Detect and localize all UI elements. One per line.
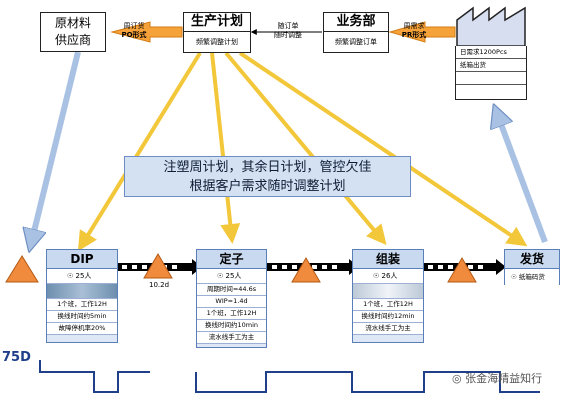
planning-banner: 注塑周计划，其余日计划，管控欠佳 根据客户需求随时调整计划 bbox=[124, 156, 411, 197]
process-dip-row: 故障停机率20% bbox=[47, 323, 117, 335]
wechat-icon: ◎ bbox=[452, 372, 462, 385]
supplier-name-line2: 供应商 bbox=[54, 33, 91, 47]
sales-box: 业务部 频繁调整订单 bbox=[323, 12, 389, 53]
process-assembly-photo bbox=[353, 284, 423, 299]
planning-sub: 频繁调整计划 bbox=[196, 38, 238, 46]
process-dip: DIP ☉ 25人 1个班，工作12H 换线时间约5min 故障停机率20% bbox=[46, 249, 118, 343]
process-stator-row: 流水线手工为主 bbox=[197, 332, 266, 344]
timeline-total: 75D bbox=[2, 350, 31, 365]
process-shipping-title: 发货 bbox=[505, 250, 559, 269]
process-assembly-people-value: 26人 bbox=[381, 272, 398, 280]
banner-line2: 根据客户需求随时调整计划 bbox=[189, 179, 346, 194]
ship-arrow-customer bbox=[495, 108, 548, 244]
process-dip-photo bbox=[47, 284, 117, 299]
process-assembly-row: 流水线手工为主 bbox=[353, 323, 423, 335]
planning-box: 生产计划 频繁调整计划 bbox=[183, 12, 251, 53]
timeline bbox=[39, 360, 540, 393]
customer-shipping: 纸箱出货 bbox=[456, 59, 526, 72]
planning-title: 生产计划 bbox=[184, 13, 250, 32]
process-stator-row: 周期时间=44.6s bbox=[197, 284, 266, 296]
process-stator-row: WIP=1.4d bbox=[197, 296, 266, 308]
sales-to-plan-label-line1: 随订单 bbox=[277, 22, 299, 30]
info-arrow-customer-to-sales bbox=[388, 21, 456, 43]
schedule-lines bbox=[77, 51, 528, 252]
customer-demand: 日需求1200Pcs bbox=[456, 46, 526, 59]
process-dip-row: 换线时间约5min bbox=[47, 311, 117, 323]
sales-sub: 频繁调整订单 bbox=[335, 38, 377, 46]
to-supplier-label-line1: 周订货 bbox=[123, 22, 145, 30]
customer-empty-row bbox=[456, 72, 526, 85]
inventory-triangle-raw bbox=[5, 255, 39, 283]
process-assembly-row: 换线时间约12min bbox=[353, 311, 423, 323]
inventory-triangle-stator-assembly bbox=[291, 257, 321, 283]
process-dip-people: ☉ 25人 bbox=[47, 269, 117, 284]
cust-to-sales-label-line1: 周需求 bbox=[403, 22, 425, 30]
process-assembly-title: 组装 bbox=[353, 250, 423, 269]
process-assembly-row: 1个班，工作12H bbox=[353, 299, 423, 311]
inventory-days-label: 10.2d bbox=[148, 281, 170, 289]
inventory-triangle-dip-stator bbox=[143, 253, 173, 279]
watermark-text: 张金海精益知行 bbox=[465, 372, 543, 385]
process-stator-row: 1个班，工作12H bbox=[197, 308, 266, 320]
banner-line1: 注塑周计划，其余日计划，管控欠佳 bbox=[163, 160, 372, 175]
process-stator-title: 定子 bbox=[197, 250, 266, 269]
operator-icon: ☉ bbox=[373, 272, 380, 280]
process-shipping: 发货 ☉ 纸箱码货 bbox=[504, 249, 560, 285]
process-stator-people: ☉ 25人 bbox=[197, 269, 266, 284]
inventory-triangle-assembly-ship bbox=[447, 257, 477, 283]
operator-icon: ☉ bbox=[511, 273, 517, 281]
process-assembly: 组装 ☉ 26人 1个班，工作12H 换线时间约12min 流水线手工为主 bbox=[352, 249, 424, 343]
watermark: ◎ 张金海精益知行 bbox=[452, 370, 580, 386]
operator-icon: ☉ bbox=[67, 272, 74, 280]
info-arrow-plan-to-supplier bbox=[110, 21, 183, 43]
supplier-box: 原材料 供应商 bbox=[40, 12, 106, 52]
sales-to-plan-label: 随订单 随时调整 bbox=[268, 22, 308, 40]
process-dip-row: 1个班，工作12H bbox=[47, 299, 117, 311]
process-dip-title: DIP bbox=[47, 250, 117, 269]
process-stator-people-value: 25人 bbox=[225, 272, 242, 280]
customer-data-box: 日需求1200Pcs 纸箱出货 bbox=[455, 46, 527, 100]
process-shipping-people-value: 纸箱码货 bbox=[518, 273, 545, 281]
to-supplier-label-line2: PO形式 bbox=[121, 31, 147, 39]
cust-to-sales-label-line2: PR形式 bbox=[401, 31, 427, 39]
sales-title: 业务部 bbox=[324, 13, 388, 32]
to-supplier-label: 周订货 PO形式 bbox=[118, 22, 150, 40]
sales-to-plan-label-line2: 随时调整 bbox=[274, 31, 302, 39]
cust-to-sales-label: 周需求 PR形式 bbox=[398, 22, 430, 40]
process-stator-row: 换线时间约10min bbox=[197, 320, 266, 332]
supplier-name-line1: 原材料 bbox=[54, 16, 91, 30]
process-shipping-people: ☉ 纸箱码货 bbox=[505, 269, 559, 285]
operator-icon: ☉ bbox=[217, 272, 224, 280]
ship-arrow-supplier bbox=[30, 51, 81, 248]
process-assembly-people: ☉ 26人 bbox=[353, 269, 423, 284]
process-stator: 定子 ☉ 25人 周期时间=44.6s WIP=1.4d 1个班，工作12H 换… bbox=[196, 249, 267, 348]
process-dip-people-value: 25人 bbox=[75, 272, 92, 280]
customer-factory-icon bbox=[456, 6, 526, 46]
